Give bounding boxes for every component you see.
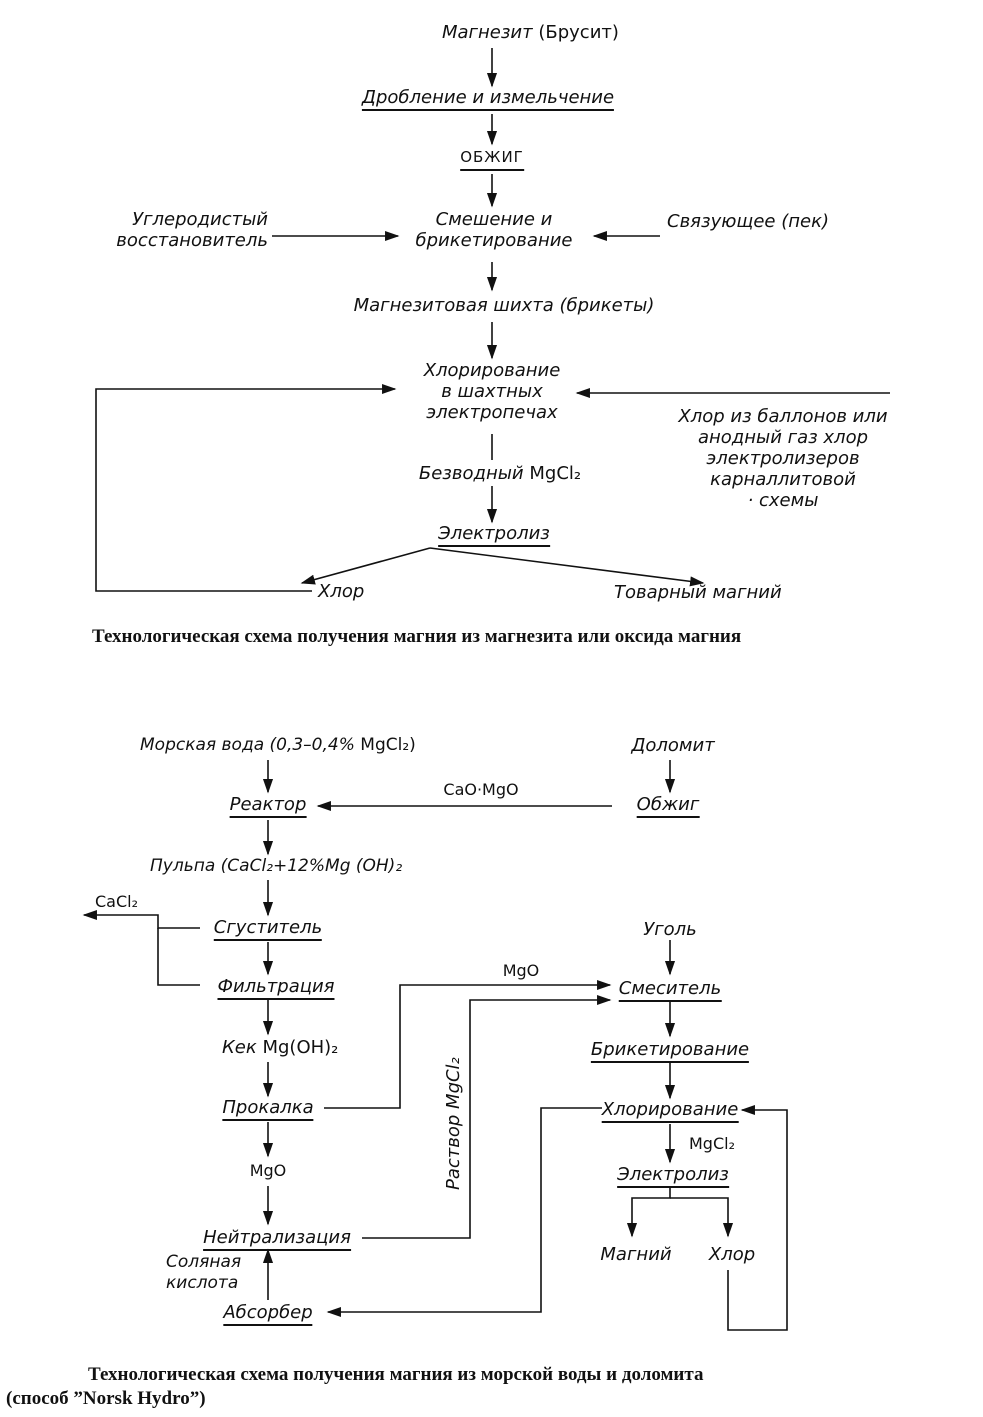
node-chlorine-source: Хлор из баллонов или анодный газ хлор эл… <box>678 406 887 511</box>
node-briquetting: Брикетирование <box>590 1039 750 1063</box>
label-mgo-top: MgO <box>502 961 540 980</box>
seawater-formula: MgCl₂) <box>360 735 416 755</box>
anhydrous-label: Безводный <box>418 463 524 484</box>
node-crushing: Дробление и измельчение <box>361 87 615 111</box>
seawater-label: Морская вода (0,3–0,4% <box>140 735 355 755</box>
node-coal: Уголь <box>643 919 697 940</box>
mixing-line1: Смешение и <box>435 209 553 230</box>
chlorine-src-line5: · схемы <box>747 490 819 511</box>
node-charge: Магнезитовая шихта (брикеты) <box>353 295 655 316</box>
caption-1: Технологическая схема получения магния и… <box>92 626 742 647</box>
hcl-line1: Соляная <box>166 1252 242 1272</box>
chlorine-src-line2: анодный газ хлор <box>697 427 869 448</box>
chlor-line3: электропечах <box>426 402 558 423</box>
node-neutralization: Нейтрализация <box>203 1227 351 1251</box>
node-calcination: Прокалка <box>222 1097 314 1121</box>
node-electrolysis-2: Электролиз <box>617 1164 729 1188</box>
node-anhydrous-mgcl2: Безводный MgCl₂ <box>419 463 581 484</box>
chlorine-src-line1: Хлор из баллонов или <box>678 406 888 427</box>
magnesite-label: Магнезит <box>442 22 533 43</box>
node-mixer: Смеситель <box>618 978 722 1002</box>
arrow-filtration-back <box>157 928 200 986</box>
node-magnesium: Магний <box>600 1244 672 1265</box>
cake-formula: Mg(OH)₂ <box>262 1037 339 1058</box>
carbon-line2: восстановитель <box>116 230 268 251</box>
cake-label: Кек <box>222 1037 257 1058</box>
node-thickener: Сгуститель <box>213 917 323 941</box>
arrow-thickener-cacl2 <box>82 909 200 929</box>
node-carbon-reductant: Углеродистый восстановитель <box>116 209 268 251</box>
mixing-line2: брикетирование <box>415 230 573 251</box>
arrow-electrolysis-chlorine <box>670 1197 734 1238</box>
node-dolomite: Доломит <box>631 735 715 756</box>
node-chlorination-2: Хлорирование <box>601 1099 739 1123</box>
node-electrolysis: Электролиз <box>438 523 550 547</box>
anhydrous-formula: MgCl₂ <box>529 463 582 484</box>
node-pulp: Пульпа (CaCl₂+12%Mg (OH)₂ <box>150 856 403 876</box>
node-cacl2: CaCl₂ <box>95 892 139 911</box>
caption-2-line1: Технологическая схема получения магния и… <box>88 1364 704 1385</box>
caption-2-line2: (способ ”Norsk Hydro”) <box>6 1388 206 1409</box>
node-seawater: Морская вода (0,3–0,4% MgCl₂) <box>140 735 416 756</box>
node-chlorination: Хлорирование в шахтных электропечах <box>424 360 561 423</box>
node-binder: Связующее (пек) <box>667 211 829 232</box>
hcl-line2: кислота <box>166 1273 239 1293</box>
node-mixing: Смешение и брикетирование <box>416 209 573 251</box>
carbon-line1: Углеродистый <box>132 209 268 230</box>
node-cake: Кек Mg(OH)₂ <box>222 1037 338 1058</box>
node-filtration: Фильтрация <box>217 976 335 1000</box>
label-solution-mgcl2: Раствор MgCl₂ <box>443 1057 464 1190</box>
node-magnesite: Магнезит (Брусит) <box>442 22 619 43</box>
arrow-chlorine-recycle <box>95 383 397 592</box>
node-reactor: Реактор <box>229 794 307 818</box>
arrow-electrolysis-commercial <box>429 547 705 587</box>
arrow-chlorine-loop <box>727 1104 788 1331</box>
chlor-line1: Хлорирование <box>423 360 561 381</box>
node-absorber: Абсорбер <box>223 1302 313 1326</box>
node-chlorine: Хлор <box>318 581 365 602</box>
node-commercial-mg: Товарный магний <box>614 582 782 603</box>
arrow-calcination-mixer <box>324 979 612 1109</box>
chlor-line2: в шахтных <box>441 381 543 402</box>
arrow-neutralization-mixer <box>362 994 612 1239</box>
brucite-label: (Брусит) <box>538 22 619 43</box>
chlorine-src-line4: карналлитовой <box>710 469 856 490</box>
node-roasting: ОБЖИГ <box>460 147 524 171</box>
label-hydrochloric-acid: Соляная кислота <box>166 1252 241 1294</box>
node-chlorine-2: Хлор <box>708 1244 756 1265</box>
node-mgo: MgO <box>249 1161 287 1180</box>
arrow-chlorination-absorber <box>326 1107 602 1318</box>
arrow-electrolysis-chlorine <box>300 547 431 585</box>
chlorine-src-line3: электролизеров <box>706 448 860 469</box>
label-mgcl2: MgCl₂ <box>689 1134 735 1153</box>
label-cao-mgo: CaO·MgO <box>443 780 519 799</box>
arrow-electrolysis-magnesium <box>626 1188 671 1238</box>
node-roasting-2: Обжиг <box>636 794 700 818</box>
